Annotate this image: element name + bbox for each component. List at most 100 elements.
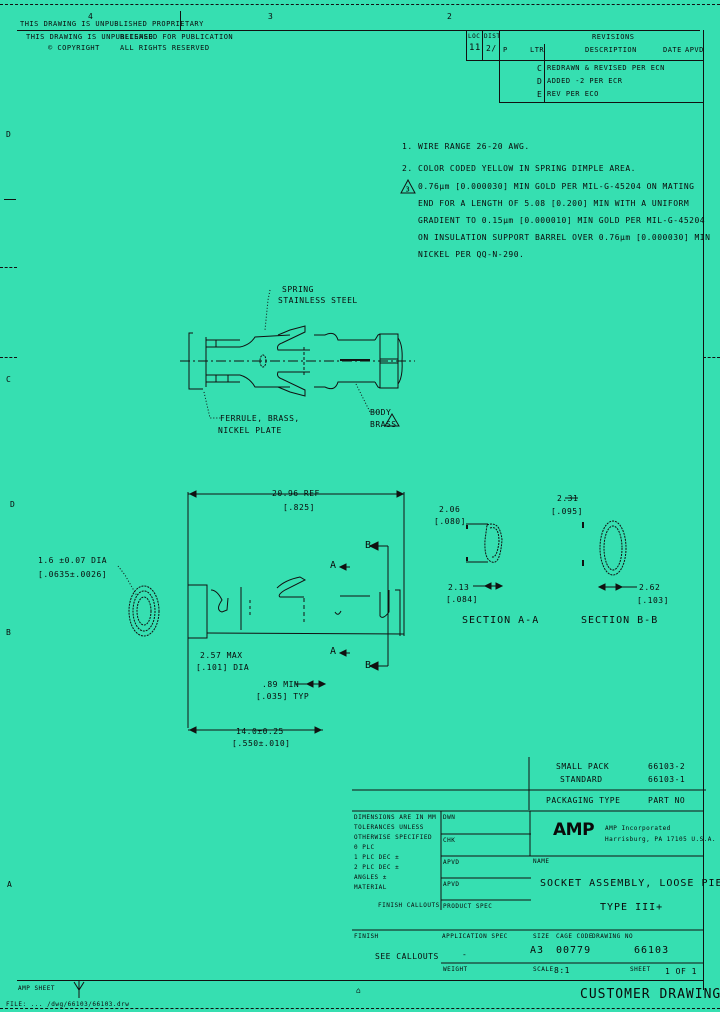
zone-letter: A [7,880,13,889]
copyright-legend: © COPYRIGHT [48,44,100,52]
app-spec-value: - [462,950,468,959]
finish-value: SEE CALLOUTS [375,952,439,961]
company-address: Harrisburg, PA 17105 U.S.A. [605,836,717,843]
zone-number: 4 [88,12,94,21]
dist-value: 2/ [486,44,497,53]
scale-label: SCALE [533,966,554,973]
top-frame-dashed [0,4,720,5]
size-value: A3 [530,945,545,956]
section-a-marker: A [330,560,338,571]
zone-letter: C [6,375,12,384]
spring-label: SPRING [282,285,314,294]
rev-col-date: DATE [663,46,682,54]
loc-value: 11 [469,43,481,53]
zone-number: 2 [447,12,453,21]
part-name-line2: TYPE III+ [600,902,664,913]
sec-b-height-inch: [.095] [551,507,583,516]
dia-dim: 1.6 ±0.07 DIA [38,556,108,565]
loc-label: LOC [468,33,481,40]
section-b-marker: B [365,660,373,671]
size-label: SIZE [533,933,550,940]
apvd-label: APVD [443,859,460,866]
bottom-rule [17,980,703,981]
rev-col-p: P [503,46,508,54]
rev-col-apvd: APVD [685,46,704,54]
right-border [703,30,704,990]
note-number: 1. [402,142,413,151]
spring-material-label: STAINLESS STEEL [278,296,358,305]
rev-col-ltr: LTR [530,46,545,54]
packaging-type-label: PACKAGING TYPE [546,796,621,805]
overall-length-dim: 20.96 REF [272,489,320,498]
release-line: RELEASED FOR PUBLICATION [120,33,234,41]
sec-a-width: 2.13 [448,583,470,592]
customer-drawing-label: CUSTOMER DRAWING [580,987,720,1002]
sec-a-height: 2.06 [439,505,461,514]
zone-letter: D [10,500,16,509]
note-text: NICKEL PER QQ-N-290. [418,250,525,259]
pack-label: STANDARD [560,775,603,784]
zone-letter: D [6,130,12,139]
dia-dim-inch: [.0635±.0026] [38,570,108,579]
header-divider [180,11,181,31]
unpublished-legend: THIS DRAWING IS UNPUBLISHED [26,33,154,41]
weight-label: WEIGHT [443,966,468,973]
cage-value: 00779 [556,945,592,956]
body-material-label: BRASS [370,420,397,429]
delta-note-icon: 3 [400,179,416,194]
header-rule [17,30,700,31]
pack-part: 66103-2 [648,762,686,771]
body-label: BODY [370,408,392,417]
svg-text:3: 3 [406,186,410,194]
ferrule-label: FERRULE, BRASS, [220,414,300,423]
sec-b-width: 2.62 [639,583,661,592]
section-b-marker: B [365,540,373,551]
note-text: COLOR CODED YELLOW IN SPRING DIMPLE AREA… [418,164,636,173]
bottom-frame-dashed [0,1008,720,1009]
note-text: GRADIENT TO 0.15μm [0.000010] MIN GOLD P… [418,216,706,225]
footer-file-path: FILE: ... /dwg/66103/66103.drw [6,1001,130,1008]
apvd2-label: APVD [443,881,460,888]
pack-part: 66103-1 [648,775,686,784]
footer-sheet-label: AMP SHEET [18,985,56,992]
finish-label: FINISH [354,933,379,940]
header-legend: THIS DRAWING IS UNPUBLISHED PROPRIETARY [20,20,204,28]
app-spec-label: APPLICATION SPEC [442,933,508,940]
section-b-title: SECTION B-B [581,615,659,626]
typ-dim-inch: [.035] TYP [256,692,310,701]
amp-logo: AMP [553,820,595,840]
bottom-length-inch: [.550±.010] [232,739,291,748]
zone-number: 3 [268,12,274,21]
dist-label: DIST [484,33,501,40]
sec-b-width-inch: [.103] [637,596,669,605]
section-a-title: SECTION A-A [462,615,540,626]
section-a-marker: A [330,646,338,657]
max-dia-inch: [.101] DIA [196,663,250,672]
angle-projection-icon: ⌂ [356,986,362,995]
chk-label: CHK [443,837,456,844]
revisions-title: REVISIONS [592,33,635,41]
typ-dim: .89 MIN [262,680,300,689]
note-text: 0.76μm [0.000030] MIN GOLD PER MIL-G-452… [418,182,695,191]
revision-table: LOC DIST 11 2/ REVISIONS P LTR DESCRIPTI… [466,30,704,103]
max-dia-dim: 2.57 MAX [200,651,243,660]
overall-length-inch: [.825] [283,503,315,512]
pack-label: SMALL PACK [556,762,610,771]
note-text: ON INSULATION SUPPORT BARREL OVER 0.76μm… [418,233,711,242]
packaging-type-value: PART NO [648,796,686,805]
sheet-label: SHEET [630,966,651,973]
drawing-number-label: DRAWING NO [592,933,634,940]
scale-value: 8:1 [554,966,570,975]
company-name: AMP Incorporated [605,825,671,832]
center-mark-icon [73,980,85,998]
zone-letter: B [6,628,12,637]
note-text: END FOR A LENGTH OF 5.08 [0.200] MIN WIT… [418,199,690,208]
rev-col-description: DESCRIPTION [585,46,637,54]
name-label: NAME [533,858,550,865]
part-name-line1: SOCKET ASSEMBLY, LOOSE PIECE, [540,878,720,889]
note-text: WIRE RANGE 26-20 AWG. [418,142,530,151]
sec-a-height-inch: [.080] [434,517,466,526]
sheet-value: 1 OF 1 [665,967,697,976]
note-number: 2. [402,164,413,173]
